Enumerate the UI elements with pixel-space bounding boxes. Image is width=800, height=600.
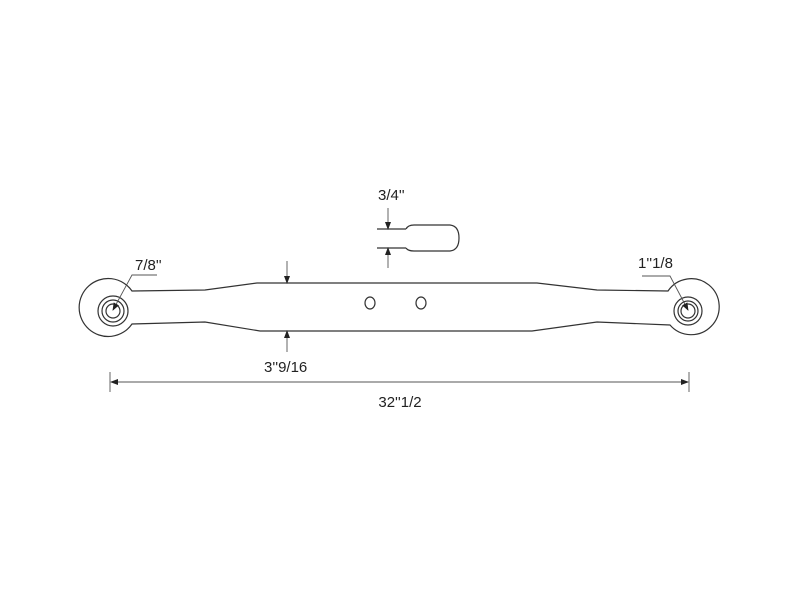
right-pin-leader: [642, 275, 689, 311]
right-pin-label: 1''1/8: [638, 255, 673, 272]
right-eye-bushing: [673, 296, 703, 326]
width-label: 3''9/16: [264, 359, 307, 376]
side-view: [377, 208, 460, 268]
left-eye-bushing: [97, 295, 129, 327]
hole: [364, 296, 376, 310]
length-dimension: [109, 372, 690, 392]
hole: [415, 296, 427, 310]
thickness-label: 3/4'': [378, 187, 405, 204]
arm-outline: [78, 277, 720, 338]
left-pin-leader: [112, 274, 157, 311]
left-pin-label: 7/8'': [135, 257, 162, 274]
length-label: 32''1/2: [378, 394, 421, 411]
